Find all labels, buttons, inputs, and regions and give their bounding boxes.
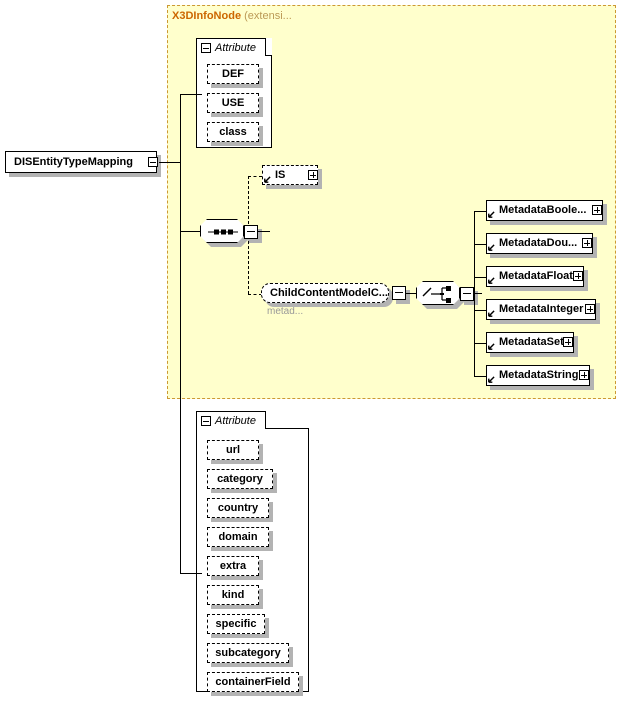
attribute-item-subcategory-label: subcategory — [215, 646, 281, 659]
attribute-item-containerfield[interactable]: containerField — [207, 672, 299, 692]
attribute-item-kind[interactable]: kind — [207, 585, 259, 605]
connector-to-metadata-0 — [474, 211, 486, 212]
element-metadata-double[interactable]: MetadataDou... — [486, 233, 593, 254]
attribute-group-top-tab[interactable]: Attribute — [196, 38, 266, 56]
sequence-compositor-toggle-minus[interactable] — [244, 225, 258, 239]
connector-to-metadata-2 — [474, 277, 486, 278]
element-is[interactable]: IS — [262, 165, 318, 185]
choice-compositor-toggle-minus[interactable] — [460, 287, 474, 301]
sequence-compositor[interactable] — [200, 219, 244, 243]
attribute-item-containerfield-label: containerField — [215, 675, 291, 688]
element-metadata-float-toggle-plus[interactable] — [573, 271, 583, 281]
attribute-group-bottom-tab[interactable]: Attribute — [196, 411, 266, 429]
extension-panel-title-text: X3DInfoNode — [172, 10, 242, 22]
element-metadata-integer-label: MetadataInteger — [499, 303, 584, 315]
connector-childcontent-to-choice — [406, 293, 416, 294]
attribute-item-use[interactable]: USE — [207, 93, 259, 113]
attribute-item-def[interactable]: DEF — [207, 64, 259, 84]
element-metadata-float[interactable]: MetadataFloat — [486, 266, 584, 287]
choice-compositor[interactable] — [416, 281, 460, 305]
attribute-item-specific-label: specific — [215, 617, 257, 630]
element-metadata-string-label: MetadataString — [499, 369, 579, 381]
extension-panel-title: X3DInfoNode (extensi... — [172, 10, 292, 22]
connector-sequence-stub — [180, 231, 200, 232]
connector-to-metadata-3 — [474, 310, 486, 311]
element-is-toggle-plus[interactable] — [308, 170, 318, 180]
attribute-group-bottom-label: Attribute — [215, 414, 256, 427]
root-element-toggle-minus[interactable] — [148, 157, 158, 167]
root-element-DISEntityTypeMapping[interactable]: DISEntityTypeMapping — [5, 151, 157, 173]
connector-choice-out — [474, 293, 482, 294]
metadata-3-ref-arrow-icon — [488, 310, 495, 317]
connector-sequence-branch-to-childcontent — [248, 294, 262, 295]
element-metadata-boolean-toggle-plus[interactable] — [592, 205, 602, 215]
choice-icon — [422, 286, 451, 303]
attribute-group-bottom-toggle-minus[interactable] — [201, 415, 211, 426]
element-metadata-boolean[interactable]: MetadataBoole... — [486, 200, 603, 221]
connector-sequence-out — [258, 231, 264, 232]
element-metadata-set-toggle-plus[interactable] — [563, 337, 573, 347]
element-childcontentmodel-toggle-minus[interactable] — [392, 286, 406, 300]
attribute-item-url[interactable]: url — [207, 440, 259, 460]
attribute-item-kind-label: kind — [221, 588, 245, 601]
element-childcontentmodel-label: ChildContentModelC... — [270, 286, 388, 299]
attribute-item-country-label: country — [217, 501, 259, 514]
metadata-5-ref-arrow-icon — [488, 376, 495, 383]
element-metadata-boolean-label: MetadataBoole... — [499, 204, 587, 216]
root-element-label: DISEntityTypeMapping — [14, 155, 133, 168]
attribute-item-category[interactable]: category — [207, 469, 273, 489]
connector-trunk-to-attr-top — [180, 94, 202, 95]
element-childcontentmodel[interactable]: ChildContentModelC... — [261, 283, 389, 303]
attribute-group-top-toggle-minus[interactable] — [201, 42, 211, 53]
connector-attr-bottom-stub — [180, 573, 202, 574]
connector-trunk-upper — [180, 94, 181, 163]
connector-trunk-to-attr-bottom — [180, 162, 181, 573]
connector-metadata-trunk — [474, 211, 475, 376]
attribute-item-extra-label: extra — [219, 559, 247, 572]
attribute-item-country[interactable]: country — [207, 498, 269, 518]
attribute-item-category-label: category — [217, 472, 263, 485]
attribute-item-url-label: url — [225, 443, 241, 456]
connector-sequence-branch-stub — [264, 231, 270, 232]
metadata-2-ref-arrow-icon — [488, 277, 495, 284]
metadata-1-ref-arrow-icon — [488, 244, 495, 251]
element-childcontentmodel-sublabel: metad... — [267, 306, 304, 317]
connector-to-metadata-5 — [474, 376, 486, 377]
attribute-item-subcategory[interactable]: subcategory — [207, 643, 289, 663]
attribute-item-def-label: DEF — [222, 67, 244, 80]
element-metadata-double-toggle-plus[interactable] — [582, 238, 592, 248]
element-metadata-integer[interactable]: MetadataInteger — [486, 299, 596, 320]
element-metadata-string[interactable]: MetadataString — [486, 365, 590, 386]
is-ref-arrow-icon — [264, 176, 271, 183]
element-metadata-double-label: MetadataDou... — [499, 237, 578, 249]
attribute-item-domain-label: domain — [218, 530, 258, 543]
attribute-item-class[interactable]: class — [207, 122, 259, 142]
connector-root-to-trunk — [159, 162, 180, 163]
element-metadata-string-toggle-plus[interactable] — [579, 370, 589, 380]
element-metadata-set[interactable]: MetadataSet — [486, 332, 574, 353]
sequence-icon — [208, 229, 238, 235]
connector-to-metadata-1 — [474, 244, 486, 245]
element-metadata-set-label: MetadataSet — [499, 336, 564, 348]
element-is-label: IS — [275, 168, 286, 181]
attribute-item-domain[interactable]: domain — [207, 527, 269, 547]
attribute-item-class-label: class — [219, 125, 247, 138]
metadata-4-ref-arrow-icon — [488, 343, 495, 350]
element-metadata-float-label: MetadataFloat — [499, 270, 573, 282]
attribute-group-top-label: Attribute — [215, 41, 256, 54]
attribute-item-specific[interactable]: specific — [207, 614, 265, 634]
attribute-item-use-label: USE — [221, 96, 245, 109]
extension-panel-subtitle: (extensi... — [244, 10, 292, 22]
attribute-item-extra[interactable]: extra — [207, 556, 259, 576]
connector-to-metadata-4 — [474, 343, 486, 344]
element-metadata-integer-toggle-plus[interactable] — [585, 304, 595, 314]
metadata-0-ref-arrow-icon — [488, 211, 495, 218]
connector-sequence-branch-to-is — [248, 176, 262, 177]
